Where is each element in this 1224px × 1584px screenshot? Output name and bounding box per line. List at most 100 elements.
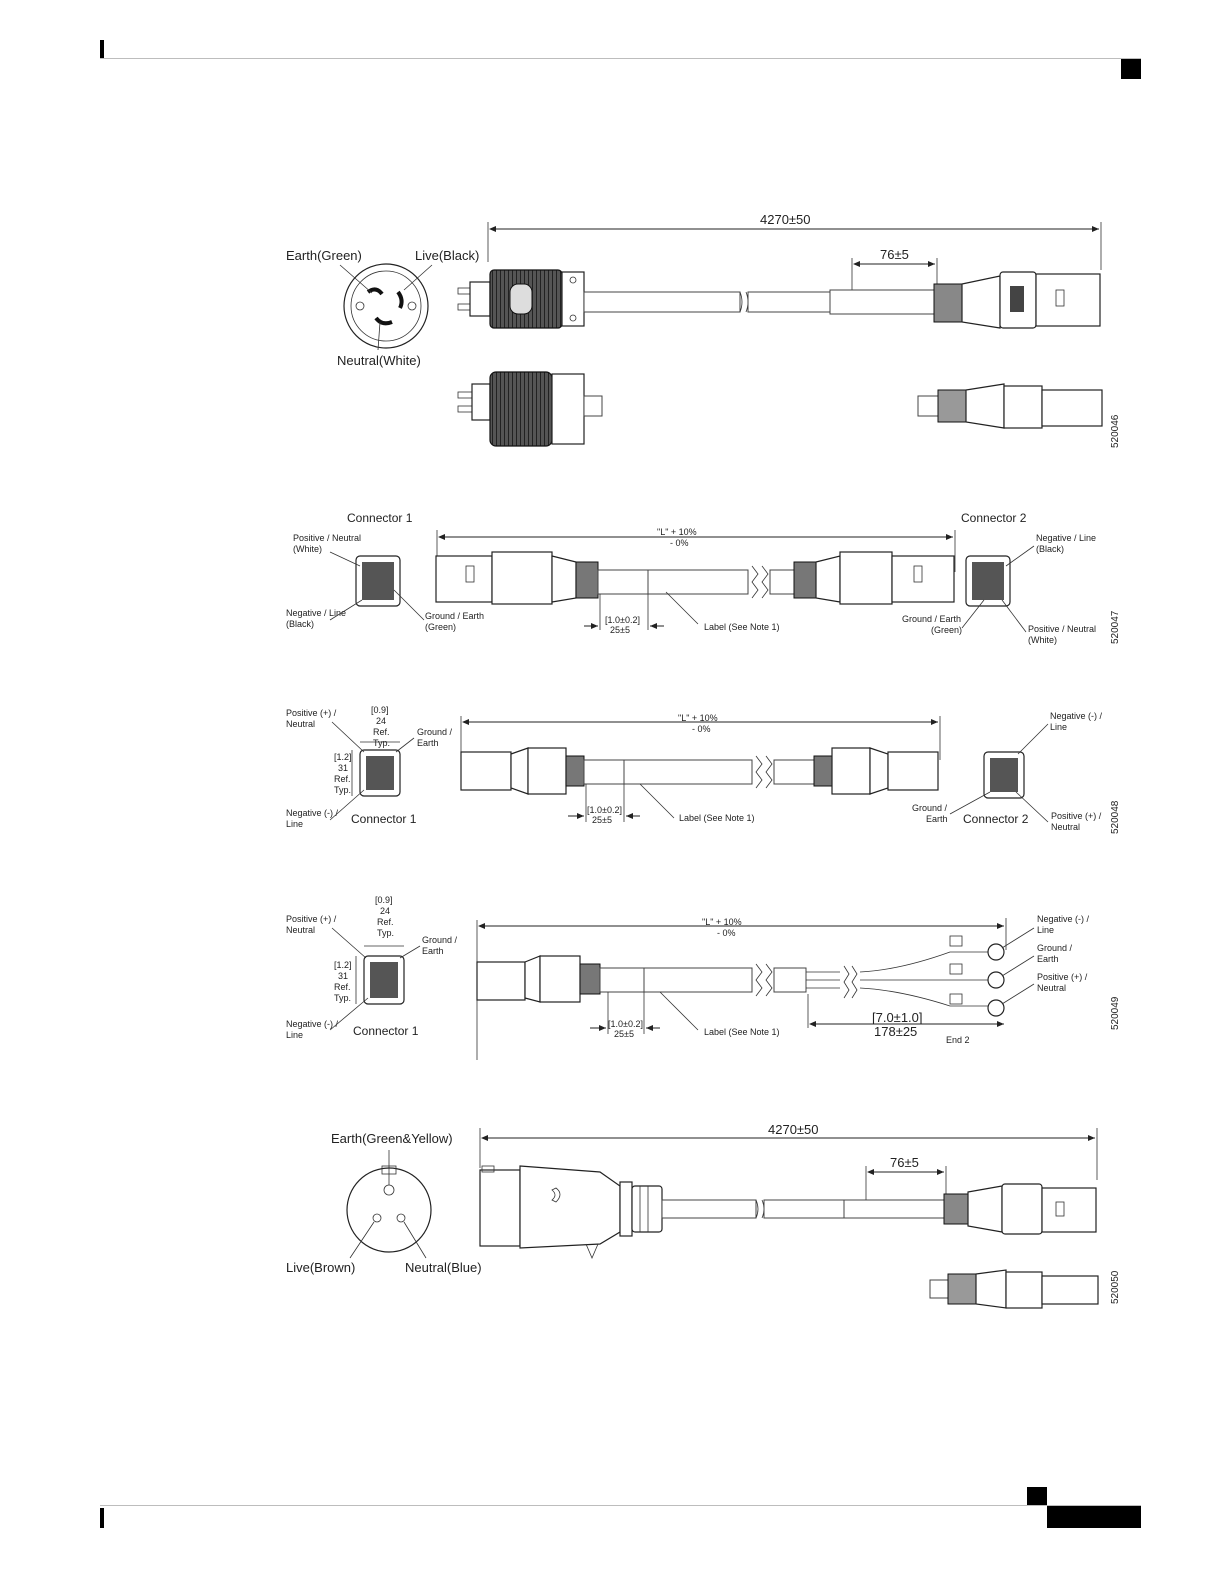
dim-in: [1.0±0.2] [608,1019,643,1029]
dim-mm: 25±5 [610,625,630,635]
earth: Earth [422,946,444,956]
line: Line [286,1030,303,1040]
neg: Negative (-) / [286,1019,339,1029]
length-tol: - 0% [717,928,736,938]
dim-mm: 25±5 [614,1029,634,1039]
saf-d-connector-lower [917,383,1103,429]
figure-id: 520050 [1110,1270,1121,1304]
sleeve-length: 76±5 [890,1155,919,1170]
white-a: (White) [293,544,322,554]
neg-b: Negative (-) / [1037,914,1090,924]
end2: End 2 [946,1035,970,1045]
ref: Ref. [334,774,351,784]
connector1-label: Connector 1 [353,1024,419,1038]
connector1-label: Connector 1 [347,511,413,525]
nema-plug-side [457,269,585,329]
neutral-b: Neutral [1051,822,1080,832]
ref: Ref. [334,982,351,992]
label-note: Label (See Note 1) [704,1027,780,1037]
typ: Typ. [373,738,390,748]
footer-square [1027,1487,1047,1505]
neg-line-a: Negative / Line [286,608,346,618]
dim-12: [1.2] [334,960,352,970]
length-label: "L" + 10% [657,527,697,537]
footer-rule [100,1505,1141,1506]
saf-d-connector-right [933,271,1101,329]
connector1-label: Connector 1 [351,812,417,826]
figure-4-saf-d-ring-terminal: Positive (+) / Neutral [0.9] 24 Ref. Typ… [286,895,1121,1060]
length-label: "L" + 10% [702,917,742,927]
pos-b: Positive (+) / [1051,811,1102,821]
figure-3-saf-d-jumper: Positive (+) / Neutral [0.9] 24 Ref. Typ… [286,705,1121,834]
end-in: [7.0±1.0] [872,1010,923,1025]
typ: Typ. [334,993,351,1003]
footer-tick [100,1508,104,1528]
neutral-label: Neutral(Blue) [405,1260,482,1275]
line-b: Line [1050,722,1067,732]
connector2-label: Connector 2 [963,812,1029,826]
figure-id: 520046 [1110,414,1121,448]
neg-b: Negative (-) / [1050,711,1103,721]
saf-d-connector-right [943,1183,1097,1235]
neutral: Neutral [286,719,315,729]
earth: Earth [417,738,439,748]
dim-in: [1.0±0.2] [605,615,640,625]
iec-plug-side [479,1165,663,1260]
earth-label: Earth(Green) [286,248,362,263]
neg-line-b: Negative / Line [1036,533,1096,543]
ground: Ground / [417,727,453,737]
neutral-b: Neutral [1037,983,1066,993]
neutral: Neutral [286,925,315,935]
neg: Negative (-) / [286,808,339,818]
pos-neutral-a: Positive / Neutral [293,533,361,543]
ground-a: Ground / Earth [425,611,484,621]
dim-24: 24 [376,716,386,726]
live-label: Live(Brown) [286,1260,355,1275]
dim-09: [0.9] [371,705,389,715]
dim-31: 31 [338,971,348,981]
figure-1-nema-cord: Earth(Green) Live(Black) Neutral(White) … [286,212,1121,448]
dim-12: [1.2] [334,752,352,762]
nema-plug-side-lower [457,371,603,447]
figure-id: 520048 [1110,800,1121,834]
black-b: (Black) [1036,544,1064,554]
earth-b: Earth [926,814,948,824]
green-b: (Green) [931,625,962,635]
figure-2-saf-d-jumper: Connector 1 Connector 2 Positive / Neutr… [286,511,1121,645]
length-tol: - 0% [692,724,711,734]
live-label: Live(Black) [415,248,479,263]
header-tick [100,40,104,58]
sleeve-length: 76±5 [880,247,909,262]
end-mm: 178±25 [874,1024,917,1039]
figure-id: 520047 [1110,610,1121,644]
neutral-label: Neutral(White) [337,353,421,368]
ground-b: Ground / [912,803,948,813]
dim-31: 31 [338,763,348,773]
length-label: "L" + 10% [678,713,718,723]
dim-09: [0.9] [375,895,393,905]
dim-24: 24 [380,906,390,916]
typ: Typ. [377,928,394,938]
saf-d-connector-lower [929,1269,1099,1309]
header-rule [100,58,1141,59]
line: Line [286,819,303,829]
nema-plug-face [343,263,429,349]
dim-mm: 25±5 [592,815,612,825]
ref: Ref. [373,727,390,737]
ground: Ground / [422,935,458,945]
black-a: (Black) [286,619,314,629]
figure-id: 520049 [1110,996,1121,1030]
length-tol: - 0% [670,538,689,548]
typ: Typ. [334,785,351,795]
ref: Ref. [377,917,394,927]
pos-neutral: Positive (+) / [286,708,337,718]
header-block [1121,59,1141,79]
ground-b: Ground / Earth [902,614,961,624]
ground-b: Ground / [1037,943,1073,953]
dim-in: [1.0±0.2] [587,805,622,815]
figure-5-iec-cord: Earth(Green&Yellow) Live(Brown) Neutral(… [286,1122,1121,1309]
overall-length: 4270±50 [768,1122,819,1137]
connector2-label: Connector 2 [961,511,1027,525]
pos-b: Positive (+) / [1037,972,1088,982]
